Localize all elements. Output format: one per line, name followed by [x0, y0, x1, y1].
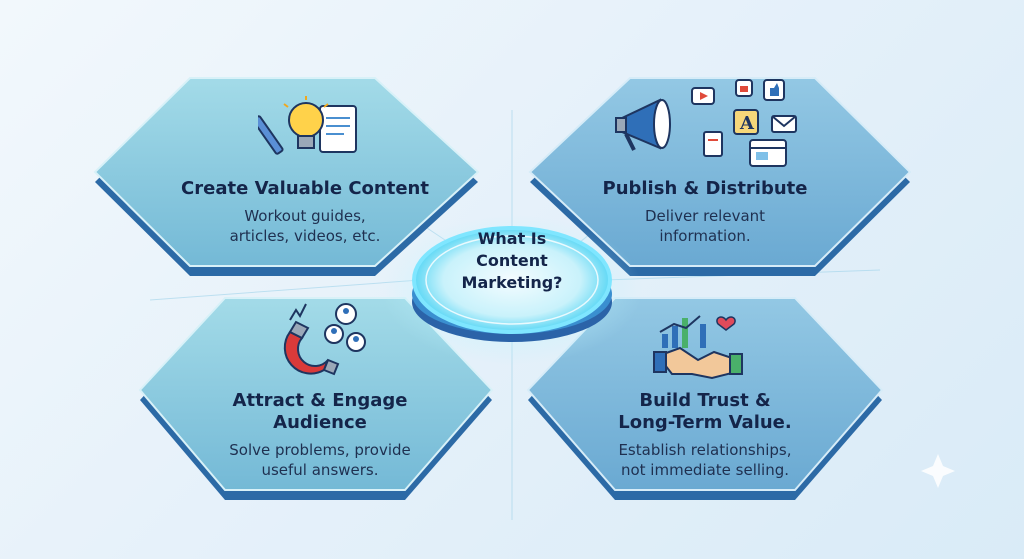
- lightbulb-document-icon: [258, 96, 357, 155]
- card-title: Create Valuable Content: [181, 178, 429, 199]
- center-title-line: Content: [476, 251, 548, 270]
- megaphone-icon: A: [615, 79, 797, 167]
- card-publish-distribute-text: Publish & Distribute Deliver relevant in…: [580, 178, 830, 246]
- center-title-line: Marketing?: [461, 273, 563, 292]
- desc-line: Deliver relevant: [644, 207, 766, 225]
- card-description: Workout guides, articles, videos, etc.: [170, 206, 440, 246]
- handshake-icon: [653, 315, 743, 380]
- card-description: Deliver relevant information.: [580, 206, 830, 246]
- desc-line: Workout guides,: [244, 207, 366, 225]
- card-attract-engage-text: Attract & Engage Audience Solve problems…: [200, 390, 440, 480]
- title-line: Attract & Engage: [232, 390, 408, 411]
- desc-line: useful answers.: [261, 461, 379, 479]
- card-description: Solve problems, provide useful answers.: [200, 440, 440, 480]
- card-build-trust: [526, 297, 884, 500]
- magnet-icon: [283, 303, 366, 376]
- card-create-content: [93, 77, 480, 276]
- card-title: Build Trust & Long-Term Value.: [580, 390, 830, 434]
- desc-line: Solve problems, provide: [229, 441, 411, 459]
- card-title: Publish & Distribute: [602, 178, 808, 199]
- card-description: Establish relationships, not immediate s…: [580, 440, 830, 480]
- svg-text:A: A: [739, 113, 755, 134]
- desc-line: information.: [659, 227, 751, 245]
- desc-line: articles, videos, etc.: [229, 227, 381, 245]
- card-build-trust-text: Build Trust & Long-Term Value. Establish…: [580, 390, 830, 480]
- title-line: Long-Term Value.: [618, 412, 792, 433]
- card-create-content-text: Create Valuable Content Workout guides, …: [170, 178, 440, 246]
- desc-line: not immediate selling.: [620, 461, 790, 479]
- card-title: Attract & Engage Audience: [200, 390, 440, 434]
- desc-line: Establish relationships,: [618, 441, 792, 459]
- center-title: What Is Content Marketing?: [432, 228, 592, 294]
- sparkle-icon: [921, 454, 955, 488]
- center-disk: [382, 215, 642, 365]
- center-title-line: What Is: [477, 229, 547, 248]
- card-attract-engage: [138, 297, 494, 500]
- title-line: Audience: [273, 412, 367, 433]
- title-line: Build Trust &: [639, 390, 771, 411]
